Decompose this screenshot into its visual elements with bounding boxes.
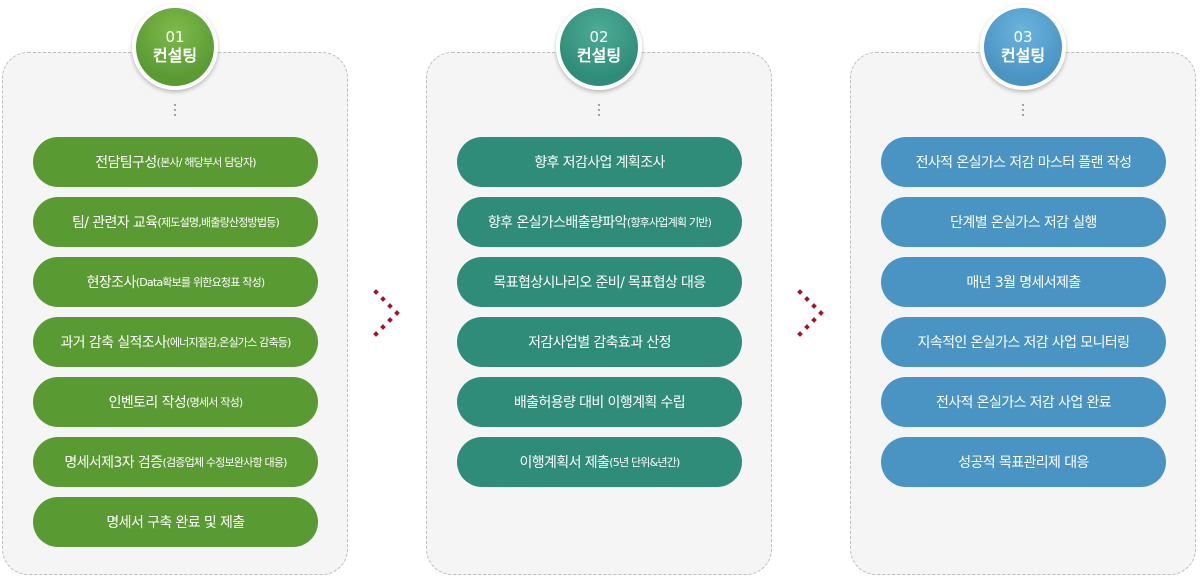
step-3-connector-dots — [1022, 104, 1025, 116]
step-2-item-6: 이행계획서 제출 (5년 단위&년간) — [457, 437, 742, 487]
step-2-item-2-main: 향후 온실가스배출량파악 — [487, 215, 628, 231]
step-1-item-2-sub: (제도설명,배출량산정방법등) — [157, 216, 280, 229]
step-1-item-6-sub: (검증업체 수정보완사항 대응) — [162, 456, 287, 469]
step-1-number: 01 — [165, 28, 185, 46]
step-3-label: 컨설팅 — [1000, 46, 1046, 65]
step-2-item-4: 저감사업별 감축효과 산정 — [457, 317, 742, 367]
step-2-item-6-sub: (5년 단위&년간) — [609, 456, 680, 469]
step-2-item-4-main: 저감사업별 감축효과 산정 — [528, 335, 671, 351]
step-3-item-5: 전사적 온실가스 저감 사업 완료 — [881, 377, 1166, 427]
step-3-number: 03 — [1013, 28, 1033, 46]
step-2-item-3: 목표협상시나리오 준비/ 목표협상 대응 — [457, 257, 742, 307]
step-1-item-4-main: 과거 감축 실적조사 — [60, 335, 167, 351]
chevron-right-icon — [797, 289, 824, 337]
step-3-item-2: 단계별 온실가스 저감 실행 — [881, 197, 1166, 247]
step-3-item-4-main: 지속적인 온실가스 저감 사업 모니터링 — [917, 335, 1130, 351]
step-2-item-2-sub: (향후사업계획 기반) — [626, 216, 712, 229]
step-2-item-1-main: 향후 저감사업 계획조사 — [534, 155, 665, 171]
step-1-item-5-sub: (명세서 작성) — [186, 396, 243, 409]
step-2-item-1: 향후 저감사업 계획조사 — [457, 137, 742, 187]
step-3-column: 03 컨설팅 전사적 온실가스 저감 마스터 플랜 작성 단계별 온실가스 저감… — [850, 0, 1200, 579]
step-2-number: 02 — [589, 28, 609, 46]
step-1-badge: 01 컨설팅 — [132, 4, 218, 90]
step-1-item-3: 현장조사 (Data확보를 위한요청표 작성) — [33, 257, 318, 307]
step-3-panel — [850, 52, 1196, 575]
step-1-item-6-main: 명세서제3자 검증 — [64, 455, 163, 471]
step-2-label: 컨설팅 — [576, 46, 622, 65]
step-3-item-3-main: 매년 3월 명세서제출 — [966, 275, 1081, 291]
step-2-item-2: 향후 온실가스배출량파악(향후사업계획 기반) — [457, 197, 742, 247]
step-1-item-6: 명세서제3자 검증 (검증업체 수정보완사항 대응) — [33, 437, 318, 487]
step-1-item-5: 인벤토리 작성 (명세서 작성) — [33, 377, 318, 427]
step-1-label: 컨설팅 — [152, 46, 198, 65]
step-1-item-1: 전담팀구성 (본사/ 해당부서 담당자) — [33, 137, 318, 187]
step-3-item-2-main: 단계별 온실가스 저감 실행 — [950, 215, 1097, 231]
step-1-item-7-main: 명세서 구축 완료 및 제출 — [106, 515, 245, 531]
step-3-badge: 03 컨설팅 — [980, 4, 1066, 90]
step-2-panel — [426, 52, 772, 575]
step-1-item-7: 명세서 구축 완료 및 제출 — [33, 497, 318, 547]
step-1-item-3-main: 현장조사 — [86, 275, 137, 291]
step-1-item-1-main: 전담팀구성 — [95, 155, 157, 171]
step-3-item-1: 전사적 온실가스 저감 마스터 플랜 작성 — [881, 137, 1166, 187]
step-3-item-5-main: 전사적 온실가스 저감 사업 완료 — [935, 395, 1112, 411]
step-1-item-3-sub: (Data확보를 위한요청표 작성) — [135, 276, 265, 289]
step-1-item-1-sub: (본사/ 해당부서 담당자) — [156, 156, 257, 169]
step-1-item-2: 팀/ 관련자 교육 (제도설명,배출량산정방법등) — [33, 197, 318, 247]
step-1-item-2-main: 팀/ 관련자 교육 — [71, 215, 158, 231]
step-3-item-6: 성공적 목표관리제 대응 — [881, 437, 1166, 487]
step-2-badge: 02 컨설팅 — [556, 4, 642, 90]
step-1-item-4: 과거 감축 실적조사 (에너지절감,온실가스 감축등) — [33, 317, 318, 367]
step-1-item-5-main: 인벤토리 작성 — [108, 395, 187, 411]
step-1-column: 01 컨설팅 전담팀구성 (본사/ 해당부서 담당자) 팀/ 관련자 교육 (제… — [2, 0, 352, 579]
step-2-item-5-main: 배출허용량 대비 이행계획 수립 — [513, 395, 686, 411]
step-3-item-1-main: 전사적 온실가스 저감 마스터 플랜 작성 — [915, 155, 1132, 171]
step-2-item-3-main: 목표협상시나리오 준비/ 목표협상 대응 — [493, 275, 706, 291]
step-3-item-6-main: 성공적 목표관리제 대응 — [958, 455, 1089, 471]
step-3-item-3: 매년 3월 명세서제출 — [881, 257, 1166, 307]
step-2-connector-dots — [598, 104, 601, 116]
step-2-column: 02 컨설팅 향후 저감사업 계획조사 향후 온실가스배출량파악(향후사업계획 … — [426, 0, 776, 579]
step-2-item-5: 배출허용량 대비 이행계획 수립 — [457, 377, 742, 427]
step-1-connector-dots — [174, 104, 177, 116]
step-1-item-4-sub: (에너지절감,온실가스 감축등) — [166, 336, 291, 349]
chevron-right-icon — [373, 289, 400, 337]
step-2-item-6-main: 이행계획서 제출 — [519, 455, 610, 471]
step-3-item-4: 지속적인 온실가스 저감 사업 모니터링 — [881, 317, 1166, 367]
